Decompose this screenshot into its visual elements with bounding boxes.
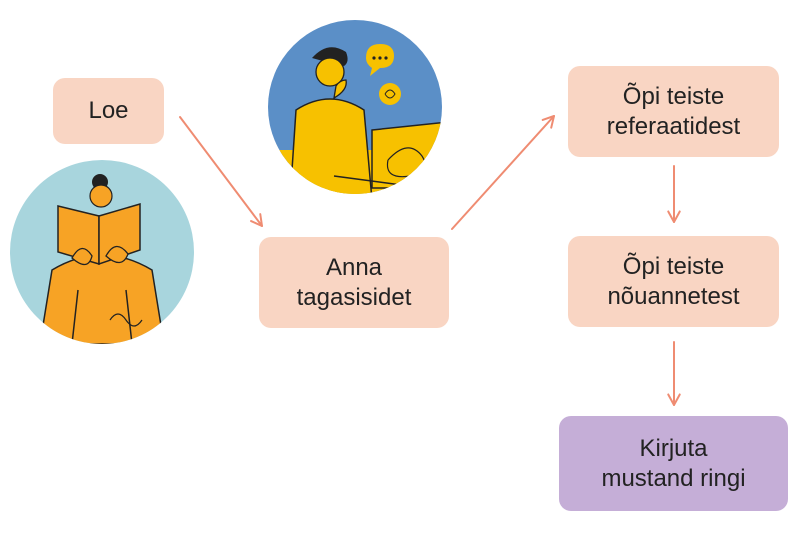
node-anna-label-line2: tagasisidet — [296, 283, 412, 311]
node-mustand-label-line2: mustand ringi — [601, 464, 746, 492]
node-nouanded-label-line1: Õpi teiste — [622, 252, 725, 280]
arrow-loe-to-anna — [179, 116, 263, 227]
node-opi-teiste-nouannetest: Õpi teiste nõuannetest — [568, 236, 779, 327]
node-anna-tagasisidet: Anna tagasisidet — [259, 237, 449, 328]
node-mustand-label-line1: Kirjuta — [639, 434, 708, 462]
arrow-anna-to-referaadid — [451, 115, 555, 230]
node-kirjuta-mustand-ringi: Kirjuta mustand ringi — [559, 416, 788, 511]
person-reading-book-icon — [10, 160, 194, 344]
node-opi-teiste-referaatidest: Õpi teiste referaatidest — [568, 66, 779, 157]
node-loe: Loe — [53, 78, 164, 144]
node-referaadid-label-line1: Õpi teiste — [622, 82, 725, 110]
arrow-nouanded-to-mustand — [667, 341, 681, 406]
node-referaadid-label-line2: referaatidest — [606, 112, 741, 140]
node-anna-label-line1: Anna — [325, 253, 383, 281]
person-thinking-at-laptop-icon — [268, 20, 442, 194]
node-nouanded-label-line2: nõuannetest — [607, 282, 740, 310]
arrow-referaadid-to-nouanded — [667, 165, 681, 223]
node-loe-label: Loe — [88, 97, 129, 124]
